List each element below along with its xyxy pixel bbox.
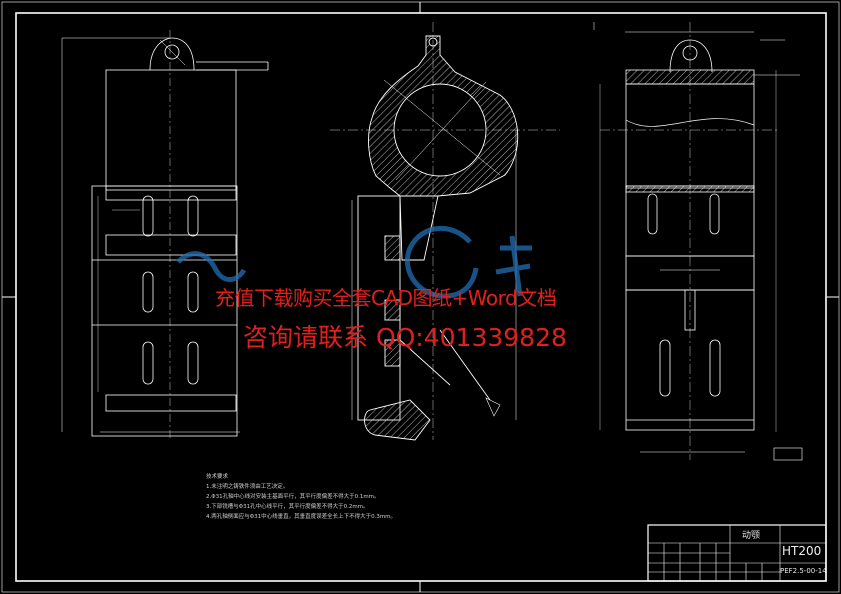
tech-requirement-3: 3.下部铣槽与Φ31孔中心线平行，其平行度偏差不得大于0.2mm。 (206, 504, 369, 510)
material-label: HT200 (782, 544, 822, 558)
middle-section-view (330, 22, 560, 441)
part-name: 动颚 (742, 531, 761, 541)
tech-requirement-2: 2.Φ31孔轴中心线对安装主基面平行，其平行度偏差不得大于0.1mm。 (206, 494, 380, 500)
right-side-view (593, 22, 803, 461)
technical-requirements: 技术要求 1.未注明之铸铁件须由工艺决定。 2.Φ31孔轴中心线对安装主基面平行… (206, 472, 396, 522)
tech-requirements-title: 技术要求 (206, 474, 229, 480)
left-front-view (61, 30, 269, 440)
watermark-line-1: 充值下载购买全套CAD图纸+Word文档 (215, 286, 557, 310)
logo-watermark (176, 226, 532, 299)
watermark-line-2: 咨询请联系 QQ:401339828 (243, 323, 567, 352)
tech-requirement-1: 1.未注明之铸铁件须由工艺决定。 (206, 484, 289, 490)
title-block (647, 524, 827, 582)
tech-requirement-4: 4.两孔轴侧面应与Φ31中心线垂直，其垂直度误差全长上下不得大于0.3mm。 (206, 514, 397, 520)
drawing-code: PEF2.5-00-14 (780, 567, 827, 575)
